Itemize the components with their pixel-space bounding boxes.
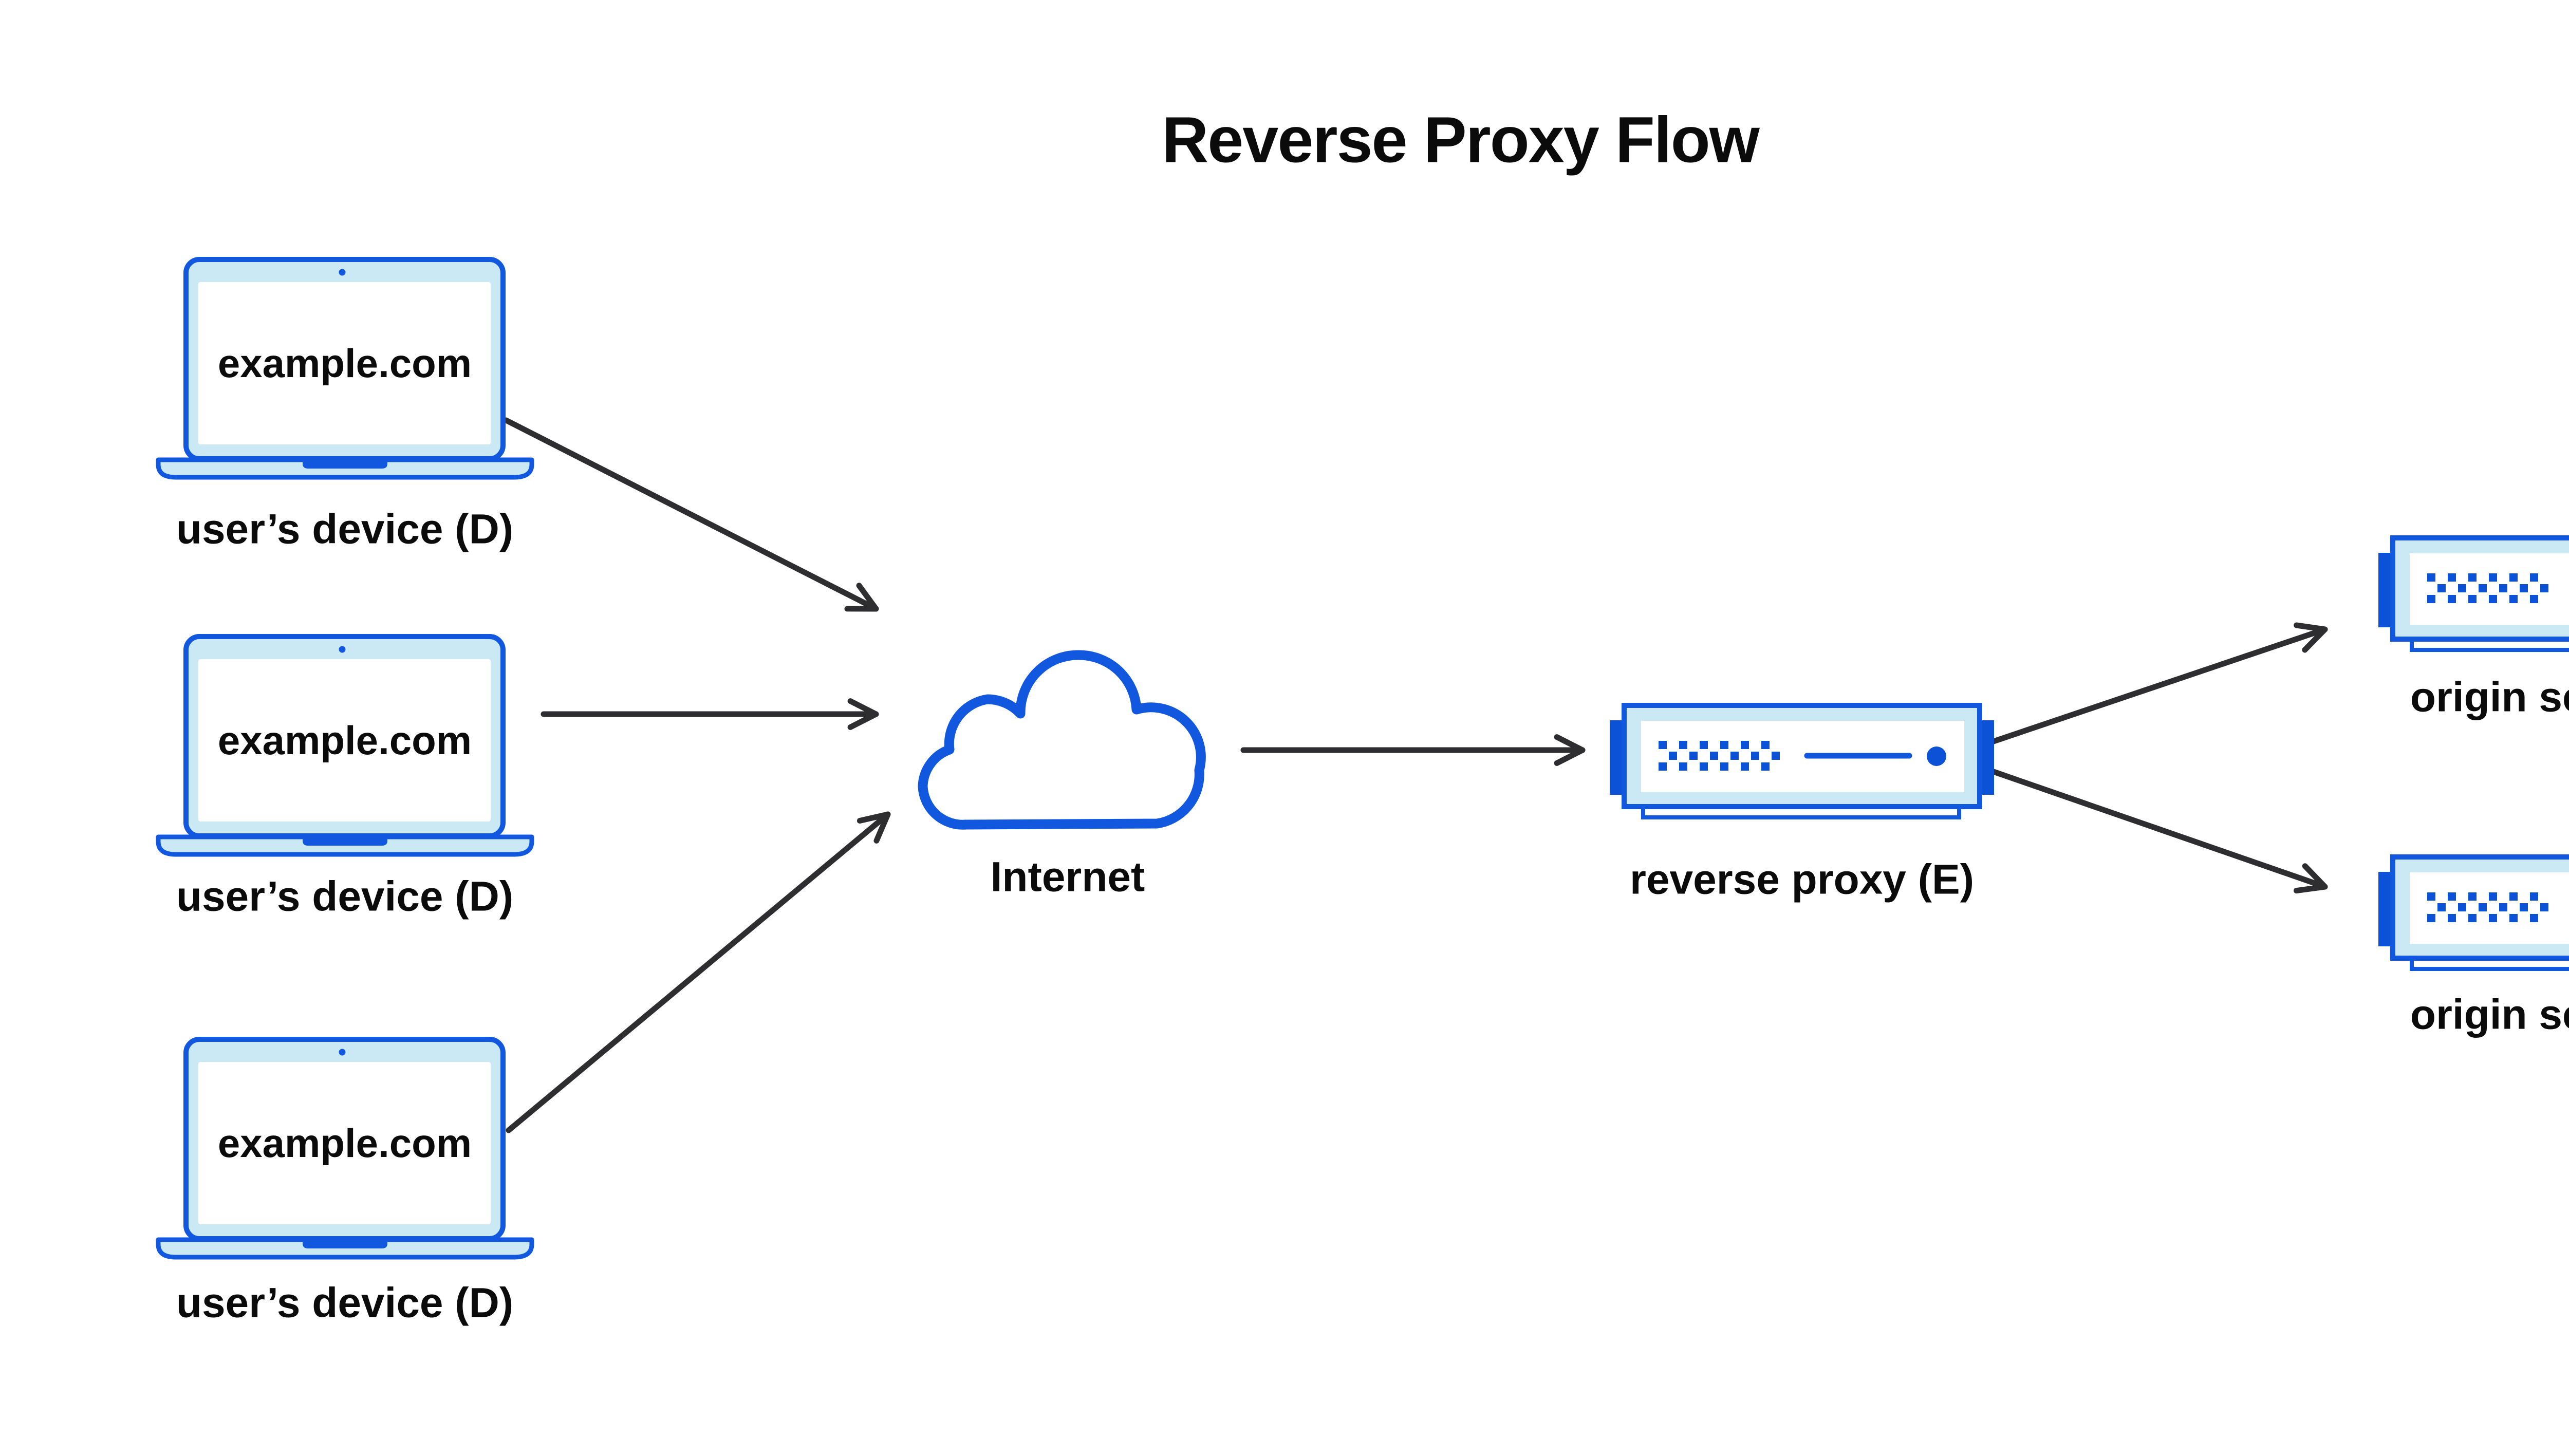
server-icon	[1610, 705, 1994, 817]
device-screen-url: example.com	[218, 718, 472, 763]
arrow-user-device-1-to-internet	[503, 417, 879, 612]
node-user-device-2: example.com user’s device (D)	[158, 637, 532, 920]
arrow-internet-to-reverse-proxy	[1240, 734, 1586, 766]
arrowhead-icon	[857, 811, 891, 844]
server-icon	[2378, 538, 2569, 650]
node-label: user’s device (D)	[176, 1280, 513, 1327]
node-label: origin server (F)	[2410, 992, 2569, 1038]
node-user-device-3: example.com user’s device (D)	[158, 1039, 532, 1327]
node-label: reverse proxy (E)	[1630, 856, 1974, 903]
node-label: user’s device (D)	[176, 873, 513, 920]
connections-layer	[503, 417, 2328, 1133]
device-screen-url: example.com	[218, 341, 472, 386]
arrow-user-device-2-to-internet	[541, 698, 879, 730]
server-icon	[2378, 857, 2569, 969]
arrow-reverse-proxy-to-origin-server-2	[1990, 769, 2328, 894]
arrow-user-device-3-to-internet	[506, 811, 891, 1133]
node-origin-server-2: origin server (F)	[2378, 857, 2569, 1038]
node-internet: Internet	[918, 650, 1206, 901]
arrowhead-icon	[844, 583, 879, 612]
node-reverse-proxy: reverse proxy (E)	[1610, 705, 1994, 903]
node-user-device-1: example.com user’s device (D)	[158, 259, 532, 553]
cloud-icon	[918, 650, 1206, 830]
arrowhead-icon	[847, 698, 879, 730]
arrowhead-icon	[1554, 734, 1586, 766]
node-label: Internet	[991, 854, 1145, 901]
arrow-reverse-proxy-to-origin-server-1	[1990, 622, 2328, 744]
arrowhead-icon	[2294, 863, 2328, 894]
device-screen-url: example.com	[218, 1121, 472, 1166]
node-label: user’s device (D)	[176, 506, 513, 553]
arrowhead-icon	[2294, 622, 2328, 653]
page-title: Reverse Proxy Flow	[1162, 104, 1760, 176]
node-origin-server-1: origin server (F)	[2378, 538, 2569, 721]
node-label: origin server (F)	[2410, 674, 2569, 721]
